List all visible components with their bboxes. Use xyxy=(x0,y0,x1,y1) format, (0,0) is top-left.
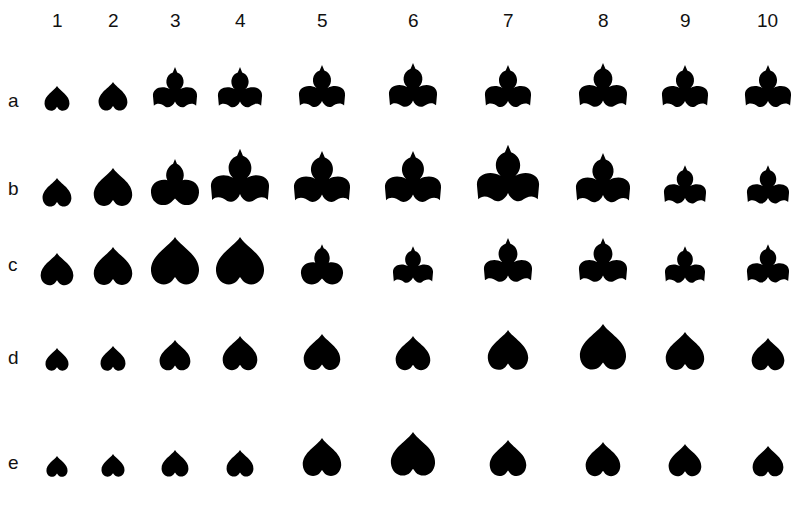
leaf-shape xyxy=(666,332,704,370)
leaf-shape xyxy=(151,237,199,284)
leaf-shape xyxy=(101,346,126,371)
leaf-shape xyxy=(218,67,262,107)
leaf-silhouettes xyxy=(41,63,791,477)
column-number: 9 xyxy=(680,11,691,30)
leaf-shape xyxy=(99,82,128,110)
leaf-shape xyxy=(389,63,437,107)
column-number: 8 xyxy=(598,11,609,30)
leaf-shape xyxy=(45,86,70,111)
leaf-shape xyxy=(160,340,191,370)
column-number: 3 xyxy=(170,11,181,30)
row-letter: b xyxy=(8,179,19,198)
leaf-shape xyxy=(94,168,132,206)
column-number: 1 xyxy=(52,11,63,30)
leaf-shape xyxy=(45,348,68,371)
leaf-shape xyxy=(662,65,708,107)
leaf-shape xyxy=(747,165,789,203)
leaf-shape xyxy=(579,238,627,282)
leaf-shape xyxy=(665,246,705,283)
leaf-shape xyxy=(484,238,532,282)
leaf-shape xyxy=(477,145,539,202)
leaf-shape xyxy=(745,65,791,107)
column-number: 6 xyxy=(408,11,419,30)
leaf-shape xyxy=(490,440,527,476)
leaf-shape xyxy=(211,149,269,202)
leaf-shape xyxy=(747,244,789,282)
leaf-shape xyxy=(227,450,254,477)
leaf-shape xyxy=(223,336,258,370)
row-letter: d xyxy=(8,348,19,367)
leaf-shape xyxy=(393,246,433,283)
column-number: 4 xyxy=(235,11,246,30)
leaf-shape xyxy=(576,153,630,202)
leaf-shape xyxy=(94,247,132,285)
column-number: 2 xyxy=(108,11,119,30)
column-number: 10 xyxy=(757,11,778,30)
row-letter: e xyxy=(8,453,19,472)
leaf-shape xyxy=(391,432,435,476)
leaf-shape xyxy=(153,67,197,107)
leaf-shape xyxy=(485,65,531,107)
leaf-shape xyxy=(41,253,74,285)
leaf-shape xyxy=(301,244,343,284)
leaf-shape xyxy=(162,450,189,477)
leaf-shape xyxy=(151,159,199,205)
leaf-shape xyxy=(46,456,67,477)
leaf-shape xyxy=(303,438,341,476)
leaf-shape xyxy=(216,237,264,284)
leaf-shape xyxy=(385,151,441,202)
leaf-shape xyxy=(101,454,124,477)
leaf-shape xyxy=(752,338,785,370)
leaf-shape xyxy=(664,165,706,203)
leaf-shape xyxy=(43,178,72,206)
column-number: 5 xyxy=(317,11,328,30)
column-number: 7 xyxy=(503,11,514,30)
row-letter: a xyxy=(8,91,19,110)
leaf-shape xyxy=(299,65,345,107)
leaf-shape xyxy=(396,336,431,370)
leaf-shape xyxy=(488,330,528,370)
leaf-shape xyxy=(579,63,627,107)
row-letter: c xyxy=(8,255,18,274)
leaf-shape xyxy=(580,324,626,370)
leaf-shape xyxy=(294,151,350,202)
leaf-shape xyxy=(669,444,702,476)
leaf-shape xyxy=(304,334,341,370)
leaf-shape xyxy=(586,442,621,476)
leaf-shape xyxy=(753,446,784,476)
